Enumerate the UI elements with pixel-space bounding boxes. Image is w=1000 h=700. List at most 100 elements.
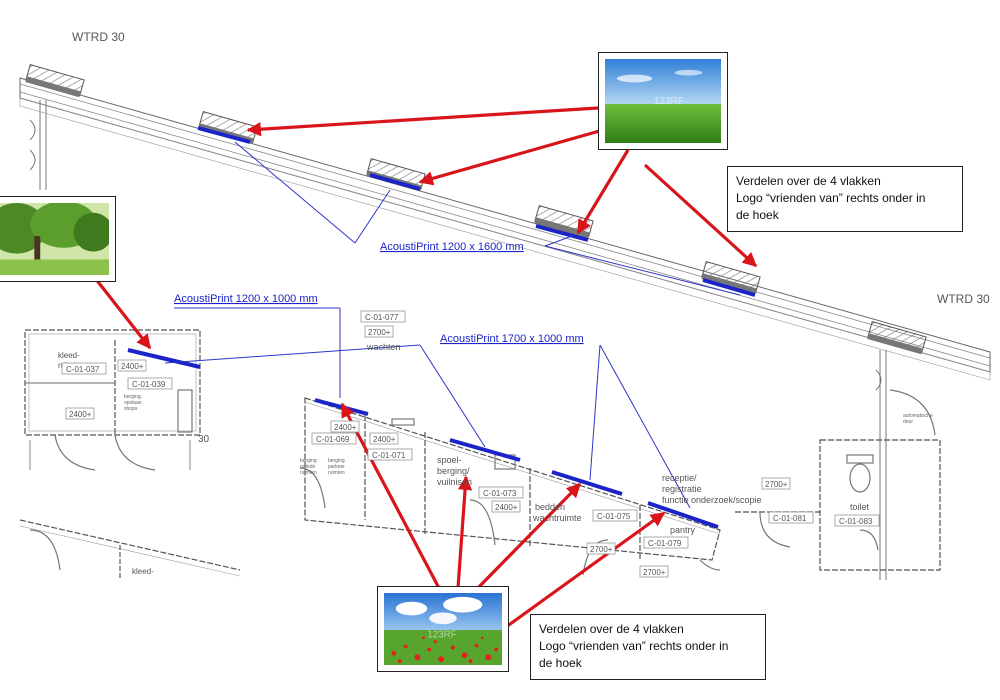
- room-label: ruimten: [300, 470, 317, 476]
- room-tag: [127, 377, 173, 390]
- arrow-field-3: [576, 149, 630, 235]
- room-label: pantry: [670, 525, 696, 535]
- room-label: functie onderzoek/scopie: [662, 495, 762, 505]
- tree-photo: [0, 203, 109, 275]
- room-label: wachtruimte: [532, 513, 582, 523]
- arrow-tree: [93, 277, 152, 350]
- room-tag: [761, 477, 791, 490]
- room-panel-strips: [127, 348, 719, 529]
- wtrd-label-right: WTRD 30: [937, 292, 990, 306]
- note-line: de hoek: [736, 208, 779, 222]
- room-label: parkde: [300, 464, 316, 470]
- room-area: 2700+: [368, 328, 391, 337]
- room-code: C-01-073: [483, 489, 517, 498]
- room-code: C-01-069: [316, 435, 350, 444]
- room-tag: [117, 359, 147, 372]
- note-line: Logo “vrienden van” rechts onder in: [736, 191, 926, 205]
- field-photo-frame: 123RF: [598, 52, 728, 150]
- room-tag: [834, 514, 880, 527]
- window-frame: [701, 261, 761, 295]
- room-label: registratie: [662, 484, 702, 494]
- room-label: opslaan: [124, 400, 142, 406]
- arrow-poppy-4: [487, 511, 666, 642]
- room-tag: [364, 325, 394, 338]
- room-tag: [65, 407, 95, 420]
- watermark: 123RF: [427, 630, 457, 641]
- room-tag: [360, 310, 406, 323]
- room-block-middle: [299, 397, 721, 576]
- panel-strip-1: [197, 126, 251, 144]
- arrow-poppy-1: [340, 402, 442, 591]
- note-box-top: Verdelen over de 4 vlakken Logo “vriende…: [727, 166, 963, 232]
- room-tag: [592, 509, 638, 522]
- panel-strip-2: [369, 173, 421, 191]
- panel-strips: [197, 126, 756, 297]
- panel-strip-4: [702, 278, 756, 297]
- note-line: Logo “vrienden van” rechts onder in: [539, 639, 729, 653]
- wall-segment: [29, 100, 887, 580]
- red-arrows: [93, 106, 758, 642]
- room-code: C-01-077: [365, 313, 399, 322]
- panel-strip-room-4: [551, 470, 623, 496]
- room-label: receptie/: [662, 473, 697, 483]
- wall-segment: [19, 519, 241, 580]
- room-area: 2400+: [334, 423, 357, 432]
- room-block-left: [24, 329, 201, 471]
- arrow-field-2: [418, 126, 611, 186]
- room-label: ruimten: [328, 470, 345, 476]
- room-tag: [311, 432, 357, 445]
- room-area: 2400+: [495, 503, 518, 512]
- room-label: berging: [300, 458, 317, 464]
- room-tag: [768, 511, 814, 524]
- note-box-bottom: Verdelen over de 4 vlakken Logo “vriende…: [530, 614, 766, 680]
- corridor-wall: [19, 77, 991, 381]
- room-label: shops: [124, 406, 138, 412]
- room-tag: [639, 565, 669, 578]
- acousti-label-1200x1000: AcoustiPrint 1200 x 1000 mm: [174, 293, 318, 305]
- room-area: 2400+: [69, 410, 92, 419]
- room-code: C-01-075: [597, 512, 631, 521]
- room-tag: [330, 420, 360, 433]
- room-area: 2700+: [765, 480, 788, 489]
- tree-photo-frame: [0, 196, 116, 282]
- room-code: C-01-071: [372, 451, 406, 460]
- acousti-label-1200x1600: AcoustiPrint 1200 x 1600 mm: [380, 241, 524, 253]
- wtrd-label-top: WTRD 30: [72, 30, 125, 44]
- room-code: C-01-081: [773, 514, 807, 523]
- room-tag: [643, 536, 689, 549]
- room-tag: [367, 448, 413, 461]
- room-area: 2400+: [121, 362, 144, 371]
- room-code: C-01-083: [839, 517, 873, 526]
- note-line: de hoek: [539, 656, 582, 670]
- room-code: C-01-039: [132, 380, 166, 389]
- room-label: vuilnisen: [437, 477, 472, 487]
- room-area: 2700+: [590, 545, 613, 554]
- room-label: parkeer: [328, 464, 345, 470]
- field-photo: 123RF: [605, 59, 721, 143]
- watermark: 123RF: [654, 96, 683, 107]
- panel-strip-room-1: [127, 348, 201, 369]
- panel-strip-room-3: [449, 438, 521, 462]
- room-tag: [478, 486, 524, 499]
- room-label: berging: [328, 458, 345, 464]
- room-label: wachten: [366, 342, 401, 352]
- room-label: bedden: [535, 502, 565, 512]
- room-area: 2400+: [373, 435, 396, 444]
- room-label: berging,: [124, 394, 142, 400]
- arrow-field-4: [643, 163, 758, 268]
- room-code: C-01-079: [648, 539, 682, 548]
- room-label-line: kleed-: [58, 351, 80, 360]
- room-tag: [491, 500, 521, 513]
- poppy-field-photo: 123RF: [384, 593, 502, 665]
- room-label: spoel-: [437, 455, 462, 465]
- room-area: 2700+: [643, 568, 666, 577]
- leader-lines: [164, 141, 741, 509]
- room-tag: [586, 542, 616, 555]
- room-label: toilet: [850, 502, 870, 512]
- arrow-poppy-2: [456, 475, 473, 589]
- poppy-photo-frame: 123RF: [377, 586, 509, 672]
- window-frame: [867, 321, 927, 355]
- room-label: automatische: [903, 413, 933, 419]
- room-tag: [369, 432, 399, 445]
